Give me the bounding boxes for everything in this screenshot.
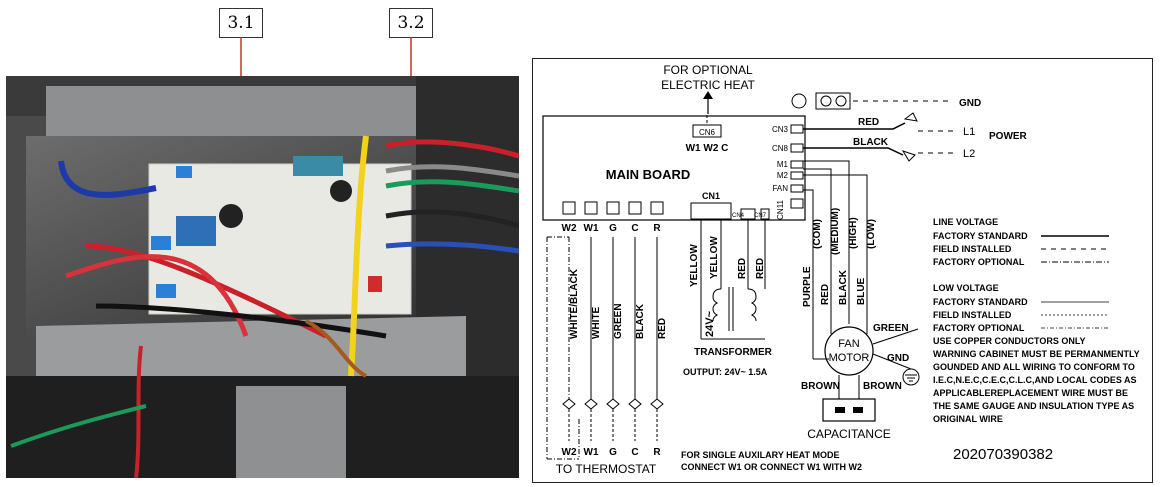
- svg-text:FACTORY STANDARD: FACTORY STANDARD: [933, 297, 1028, 307]
- transformer-voltage: 24V~: [704, 310, 716, 337]
- to-thermostat-label: TO THERMOSTAT: [556, 462, 657, 476]
- warning-notes: USE COPPER CONDUCTORS ONLY WARNING CABIN…: [933, 336, 1140, 424]
- transformer-label: TRANSFORMER: [694, 347, 773, 358]
- svg-text:GREEN: GREEN: [613, 303, 624, 339]
- svg-text:R: R: [653, 447, 661, 458]
- capacitor-symbol: [822, 398, 876, 422]
- svg-text:R: R: [653, 223, 661, 234]
- gnd-top-label: GND: [959, 98, 981, 109]
- svg-text:BLACK: BLACK: [635, 303, 646, 339]
- electric-heat-label: ELECTRIC HEAT: [661, 78, 755, 92]
- svg-text:C: C: [631, 447, 638, 458]
- svg-text:W2: W2: [562, 447, 577, 458]
- svg-text:FAN: FAN: [772, 184, 788, 193]
- svg-text:W2: W2: [562, 223, 577, 234]
- svg-text:CN3: CN3: [772, 125, 789, 134]
- svg-text:(LOW): (LOW): [866, 219, 877, 249]
- svg-text:FACTORY OPTIONAL: FACTORY OPTIONAL: [933, 323, 1025, 333]
- svg-text:USE COPPER CONDUCTORS ONLY: USE COPPER CONDUCTORS ONLY: [933, 336, 1086, 346]
- legend: LINE VOLTAGE FACTORY STANDARD FIELD INST…: [933, 217, 1109, 333]
- svg-text:ORIGINAL WIRE: ORIGINAL WIRE: [933, 414, 1003, 424]
- motor-wire-labels: PURPLE RED BLACK BLUE (COM) (MEDIUM) (HI…: [802, 208, 877, 307]
- svg-text:M1: M1: [777, 160, 789, 169]
- serial-number: 202070390382: [953, 446, 1053, 463]
- black-wire-label: BLACK: [853, 137, 889, 148]
- cn6-pins: W1 W2 C: [686, 143, 729, 154]
- svg-text:CN8: CN8: [772, 144, 789, 153]
- wiring-diagram: FOR OPTIONAL ELECTRIC HEAT CN6 W1 W2 C M…: [532, 58, 1153, 483]
- red-wire-label: RED: [858, 117, 879, 128]
- svg-text:G: G: [609, 223, 617, 234]
- right-connectors: CN3 CN8 M1 M2 FAN CN11: [772, 124, 804, 220]
- svg-text:(HIGH): (HIGH): [848, 217, 859, 249]
- svg-text:RED: RED: [657, 318, 668, 339]
- terminal-wire-labels: WHITE/BLACK WHITE GREEN BLACK RED: [569, 268, 668, 339]
- callout-3-1: 3.1: [219, 8, 263, 38]
- svg-text:FACTORY STANDARD: FACTORY STANDARD: [933, 231, 1028, 241]
- svg-text:BLUE: BLUE: [856, 277, 867, 305]
- single-heat-note: FOR SINGLE AUXILARY HEAT MODE: [681, 450, 840, 460]
- l1-label: L1: [963, 126, 975, 138]
- svg-text:LINE VOLTAGE: LINE VOLTAGE: [933, 217, 998, 227]
- svg-text:W1: W1: [584, 223, 599, 234]
- transformer-output: OUTPUT: 24V~ 1.5A: [683, 367, 768, 377]
- svg-text:WARNING CABINET MUST BE PERMAN: WARNING CABINET MUST BE PERMANMENTLY: [933, 349, 1140, 359]
- terminal-block: W2 W1 G C R: [562, 201, 664, 234]
- ground-icon: [902, 368, 920, 386]
- main-board-box: [542, 115, 806, 221]
- svg-text:YELLOW: YELLOW: [689, 244, 700, 287]
- svg-text:GOUNDED AND ALL WIRING TO CONF: GOUNDED AND ALL WIRING TO CONFORM TO: [933, 362, 1135, 372]
- svg-text:WHITE/BLACK: WHITE/BLACK: [569, 268, 580, 339]
- cn6-connector: [692, 124, 722, 138]
- svg-text:RED: RED: [820, 284, 831, 305]
- svg-text:W1: W1: [584, 447, 599, 458]
- svg-text:CN1: CN1: [702, 191, 720, 201]
- svg-text:FACTORY OPTIONAL: FACTORY OPTIONAL: [933, 257, 1025, 267]
- svg-text:CN4: CN4: [732, 213, 745, 219]
- svg-text:BLACK: BLACK: [838, 269, 849, 305]
- electric-heat-label: FOR OPTIONAL: [663, 63, 753, 77]
- svg-text:(MEDIUM): (MEDIUM): [830, 208, 841, 255]
- svg-text:CN11: CN11: [776, 199, 785, 219]
- single-heat-note: CONNECT W1 OR CONNECT W1 WITH W2: [681, 462, 862, 472]
- svg-text:THE SAME GAUGE AND INSULATION: THE SAME GAUGE AND INSULATION TYPE AS: [933, 401, 1134, 411]
- svg-text:C: C: [631, 223, 638, 234]
- gnd-motor-label: GND: [887, 353, 909, 364]
- control-board-photo: [6, 76, 520, 479]
- svg-text:RED: RED: [755, 258, 766, 279]
- svg-text:RED: RED: [737, 258, 748, 279]
- fan-motor-symbol: [824, 326, 874, 376]
- l2-label: L2: [963, 148, 975, 160]
- svg-text:LOW VOLTAGE: LOW VOLTAGE: [933, 283, 999, 293]
- svg-text:BROWN: BROWN: [801, 381, 840, 392]
- svg-text:BROWN: BROWN: [863, 381, 902, 392]
- capacitance-label: CAPACITANCE: [807, 427, 891, 441]
- svg-text:YELLOW: YELLOW: [709, 236, 720, 279]
- power-label: POWER: [989, 131, 1028, 142]
- main-board-label: MAIN BOARD: [606, 167, 691, 182]
- svg-text:APPLICABLEREPLACEMENT WIRE MUS: APPLICABLEREPLACEMENT WIRE MUST BE: [933, 388, 1128, 398]
- svg-text:MOTOR: MOTOR: [829, 352, 870, 364]
- svg-text:CN7: CN7: [754, 213, 767, 219]
- cn1-connector: [690, 202, 732, 220]
- svg-text:FIELD INSTALLED: FIELD INSTALLED: [933, 310, 1012, 320]
- svg-text:G: G: [609, 447, 617, 458]
- svg-text:FIELD INSTALLED: FIELD INSTALLED: [933, 244, 1012, 254]
- svg-text:M2: M2: [777, 171, 789, 180]
- cn6-label: CN6: [699, 128, 716, 137]
- svg-text:I.E.C,N.E.C,C.E.C,C.L.C,AND LO: I.E.C,N.E.C,C.E.C,C.L.C,AND LOCAL CODES …: [933, 375, 1137, 385]
- svg-text:PURPLE: PURPLE: [802, 266, 813, 307]
- svg-text:FAN: FAN: [838, 338, 859, 350]
- thermostat-terminals: W2 W1 G C R: [562, 447, 662, 458]
- transformer-wires: YELLOW YELLOW RED RED: [689, 236, 766, 287]
- svg-text:(COM): (COM): [812, 219, 823, 249]
- svg-text:WHITE: WHITE: [591, 306, 602, 339]
- wire-nuts: [562, 398, 664, 441]
- green-wire-label: GREEN: [873, 323, 909, 334]
